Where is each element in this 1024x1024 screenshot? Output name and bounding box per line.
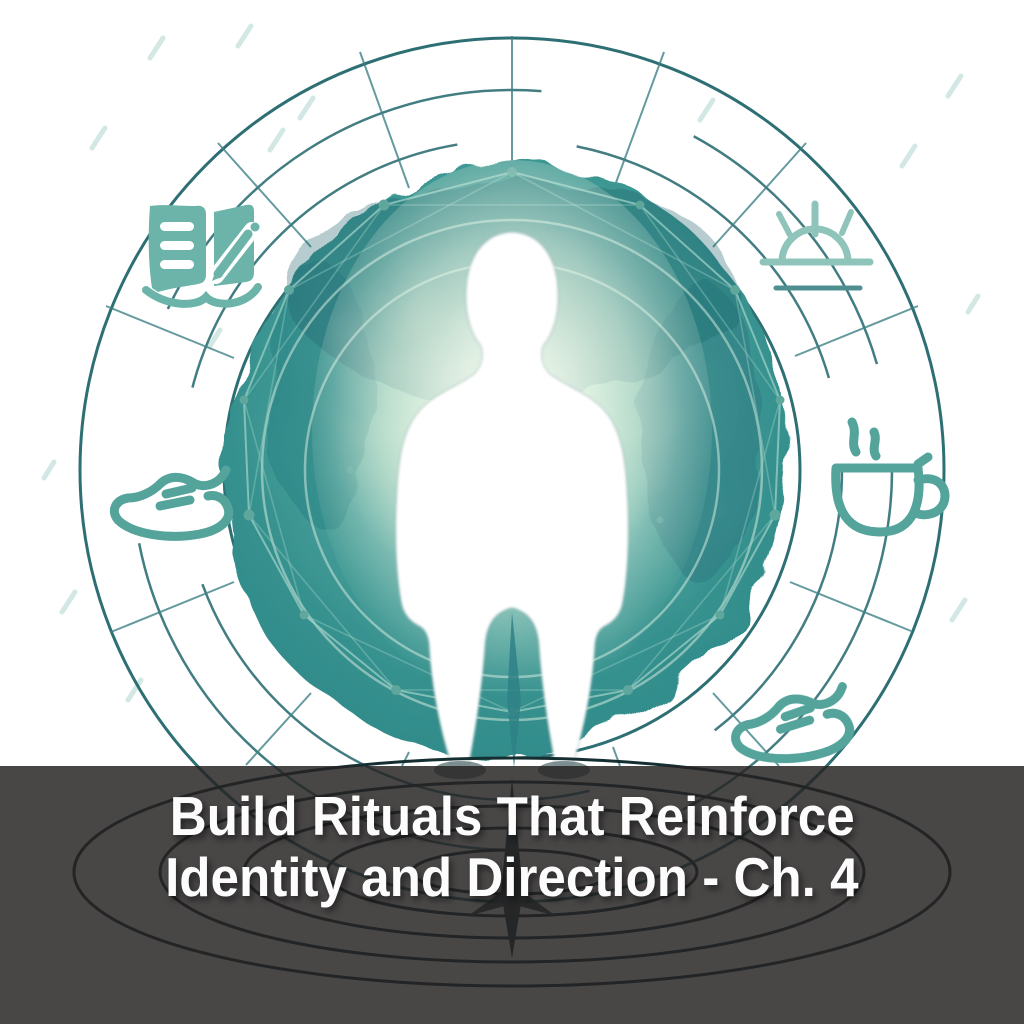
leg-shadow-spike: [507, 612, 521, 768]
caption-banner: Build Rituals That Reinforce Identity an…: [0, 766, 1024, 1024]
running-shoe-icon-left: [109, 465, 234, 541]
speckles: [41, 23, 981, 703]
running-shoe-icon-bottom-right: [731, 682, 855, 764]
open-book-pencil-icon: [142, 204, 262, 308]
caption-line-1: Build Rituals That Reinforce: [169, 785, 855, 847]
sunrise-icon: [759, 200, 874, 291]
radial-spokes: [105, 51, 919, 767]
caption-line-2: Identity and Direction - Ch. 4: [165, 846, 859, 908]
coffee-cup-icon: [831, 417, 950, 537]
